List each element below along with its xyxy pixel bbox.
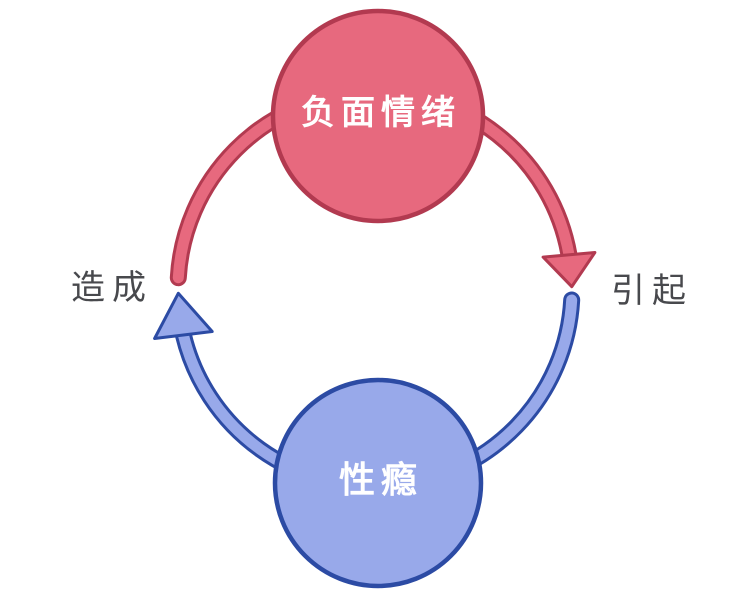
- node-sex-addiction-label: 性瘾: [339, 459, 423, 500]
- edge-label-cause: 造成: [71, 269, 153, 307]
- red-arrowhead-icon: [541, 251, 597, 289]
- blue-arrowhead-icon: [153, 291, 214, 340]
- node-negative-emotions: [270, 8, 486, 224]
- node-negative-emotions-label: 负面情绪: [301, 94, 461, 132]
- edge-label-trigger: 引起: [611, 272, 693, 310]
- node-sex-addiction: [272, 377, 484, 589]
